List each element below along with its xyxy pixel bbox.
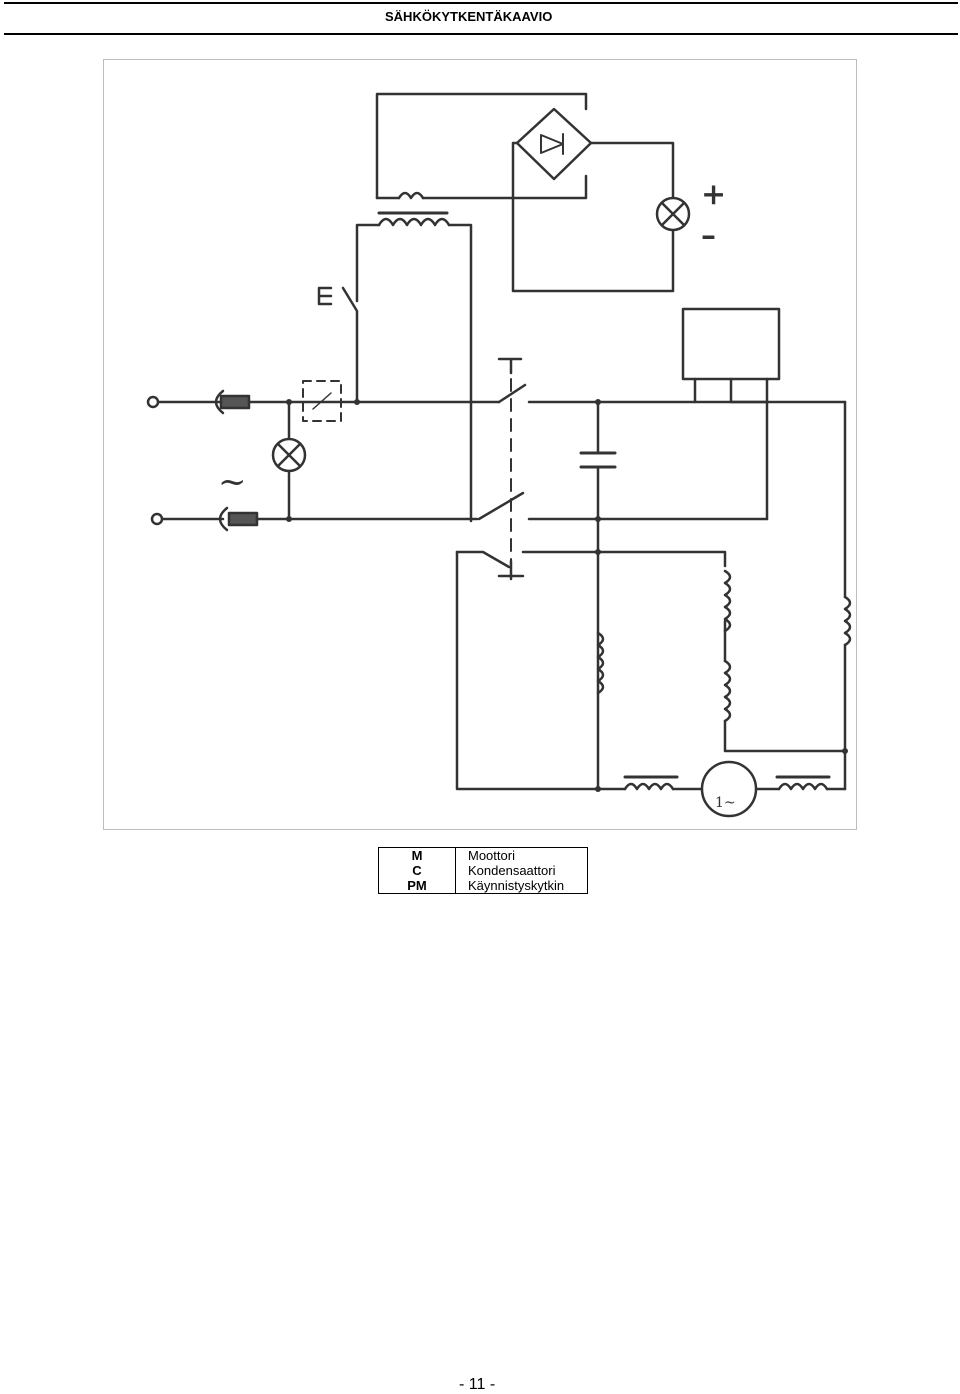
legend-label: Moottori <box>468 848 515 863</box>
legend-codes: M C PM <box>378 847 456 894</box>
motor-label: 1~ <box>715 795 736 811</box>
ac-symbol: ~ <box>218 462 247 502</box>
legend-code: M <box>411 848 423 863</box>
capacitor <box>579 451 617 469</box>
neutral-fuse <box>227 511 259 527</box>
live-fuse <box>219 394 251 410</box>
thermostat-dashed-box <box>302 380 342 422</box>
legend-label: Kondensaattori <box>468 863 556 878</box>
dc-minus-symbol: – <box>701 218 716 253</box>
control-box <box>681 307 781 381</box>
legend-table: M C PM Moottori Kondensaattori Käynnisty… <box>378 847 588 894</box>
page-title: SÄHKÖKYTKENTÄKAAVIO <box>385 9 553 24</box>
main-winding-2 <box>723 659 732 723</box>
live-plug <box>214 389 225 415</box>
rectifier-diode <box>540 134 564 154</box>
main-winding-1 <box>723 569 732 633</box>
start-switch <box>455 550 511 569</box>
transformer-secondary-coil <box>397 191 425 200</box>
legend-descriptions: Moottori Kondensaattori Käynnistyskytkin <box>455 847 588 894</box>
main-switch-top <box>497 383 527 404</box>
legend-label: Käynnistyskytkin <box>468 878 565 893</box>
transformer-primary-coil <box>377 217 451 227</box>
legend-code: PM <box>407 878 427 893</box>
wiring-diagram-svg: + – ~ 1~ <box>146 92 852 818</box>
start-winding <box>596 631 605 695</box>
neutral-plug <box>218 506 229 532</box>
page-number: - 11 - <box>459 1376 496 1393</box>
push-switch <box>317 286 333 306</box>
transformer-secondary-loop <box>375 92 588 200</box>
wiring-diagram: + – ~ 1~ <box>103 59 857 830</box>
bridge-rectifier <box>515 107 593 181</box>
aux-winding <box>843 595 852 647</box>
main-switch-bottom <box>477 491 525 521</box>
header-rule <box>4 2 958 35</box>
dc-plus-symbol: + <box>701 177 726 212</box>
legend-code: C <box>412 863 422 878</box>
